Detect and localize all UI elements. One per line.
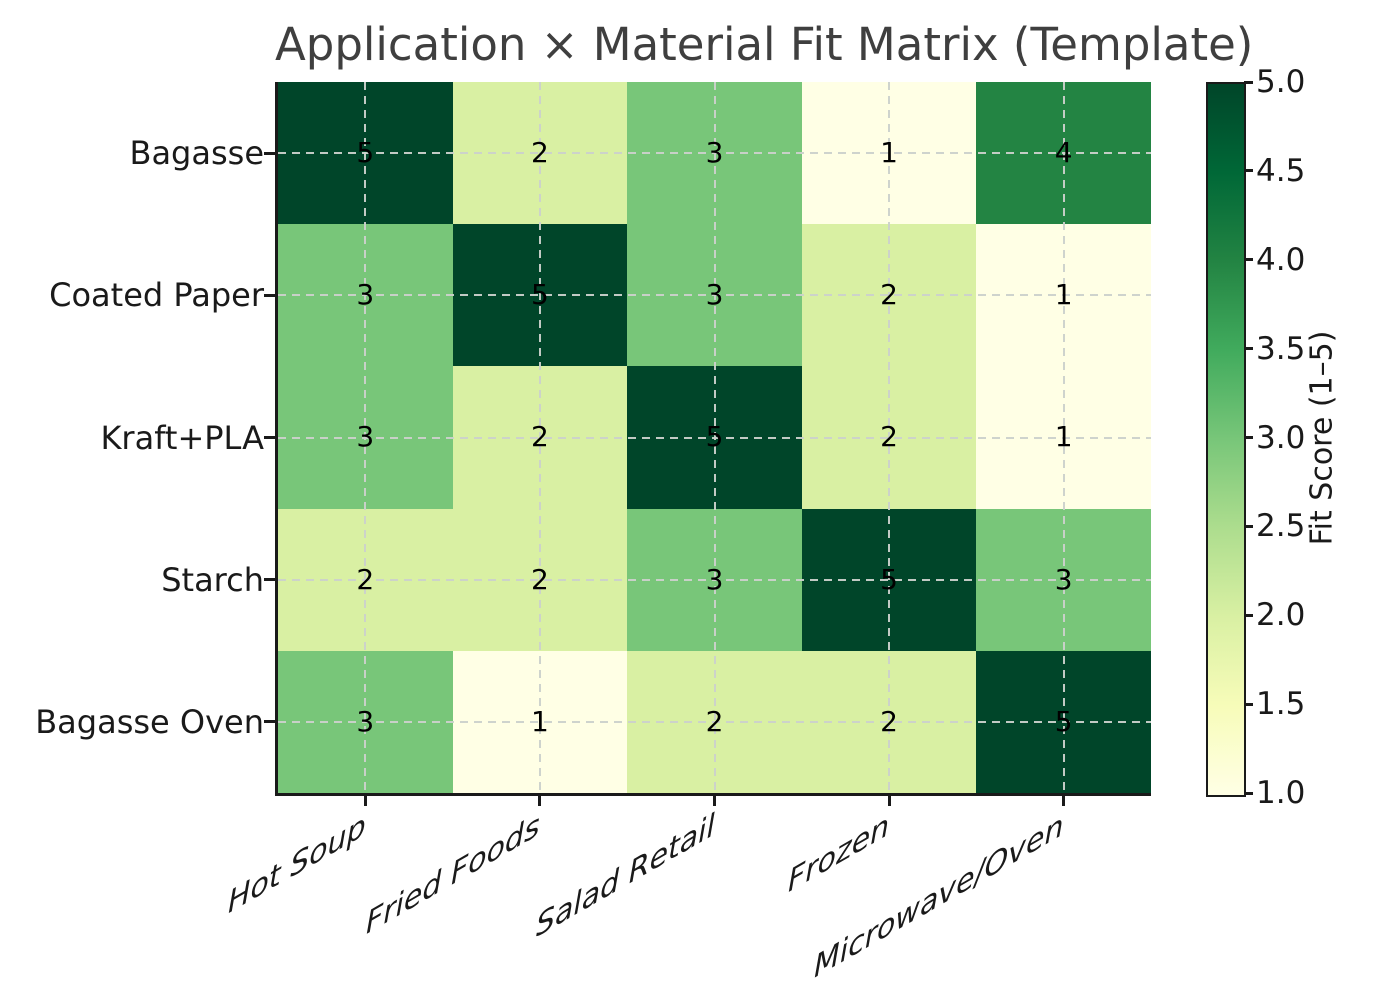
gridline-horizontal: [278, 578, 1151, 581]
colorbar-tick-mark: [1244, 169, 1253, 173]
row-label: Bagasse: [129, 134, 264, 173]
chart-title: Application × Material Fit Matrix (Templ…: [275, 18, 1254, 71]
colorbar-tick-mark: [1244, 613, 1253, 617]
colorbar-tick-mark: [1244, 347, 1253, 351]
y-tick-mark: [264, 293, 276, 297]
row-label: Kraft+PLA: [100, 418, 264, 457]
y-tick-mark: [264, 436, 276, 439]
x-tick-mark: [363, 793, 367, 806]
cell-value: 2: [530, 562, 549, 596]
cell-value: 5: [356, 136, 375, 170]
y-tick-mark: [264, 578, 276, 582]
colorbar-tick-label: 5.0: [1256, 64, 1306, 100]
cell-value: 3: [1054, 562, 1073, 596]
gridline-vertical: [1062, 82, 1065, 793]
colorbar-tick-mark: [1244, 80, 1253, 84]
cell-value: 2: [356, 562, 375, 596]
colorbar-tick-label: 2.0: [1256, 597, 1306, 634]
cell-value: 3: [705, 562, 724, 596]
cell-value: 2: [880, 278, 898, 312]
cell-value: 1: [1054, 278, 1073, 312]
cell-value: 3: [705, 136, 724, 170]
colorbar-tick-mark: [1244, 524, 1253, 528]
colorbar-tick-mark: [1244, 702, 1253, 706]
heatmap-plot: 5 2 3 1 4 3 5 3 2 1 3 2 5 2 1 2 2 3 5 3 3 1 2 2 5: [275, 82, 1151, 796]
cell-value: 3: [356, 278, 375, 312]
colorbar-tick-mark: [1244, 436, 1253, 439]
colorbar: [1206, 82, 1246, 797]
colorbar-gradient: [1208, 84, 1244, 795]
cell-value: 3: [356, 704, 375, 738]
colorbar-tick-label: 4.5: [1256, 152, 1306, 189]
cell-value: 3: [356, 420, 375, 454]
cell-value: 4: [1054, 136, 1073, 170]
row-label: Starch: [161, 560, 264, 599]
colorbar-tick-label: 2.5: [1256, 508, 1306, 545]
colorbar-tick-mark: [1244, 258, 1253, 262]
colorbar-tick-label: 3.5: [1256, 330, 1306, 367]
y-tick-mark: [264, 720, 276, 724]
y-tick-mark: [264, 151, 276, 155]
colorbar-tick-mark: [1244, 791, 1253, 795]
x-tick-mark: [1062, 793, 1066, 806]
row-label: Coated Paper: [49, 276, 264, 315]
gridline-vertical: [888, 82, 891, 793]
cell-value: 5: [705, 420, 724, 454]
colorbar-axis-label: Fit Score (1–5): [1304, 330, 1340, 546]
gridline-vertical: [713, 82, 716, 793]
x-tick-mark: [538, 793, 542, 806]
column-label: Salad Retail: [535, 807, 715, 946]
cell-value: 2: [530, 420, 549, 454]
column-label: Fried Foods: [366, 807, 540, 943]
colorbar-tick-label: 3.0: [1256, 419, 1306, 456]
cell-value: 2: [880, 704, 898, 738]
colorbar-tick-label: 1.5: [1256, 686, 1306, 723]
cell-value: 1: [880, 136, 898, 170]
colorbar-tick-label: 1.0: [1256, 775, 1306, 811]
cell-value: 2: [880, 420, 898, 454]
row-label: Bagasse Oven: [35, 702, 264, 741]
column-label: Frozen: [787, 807, 890, 901]
colorbar-tick-label: 4.0: [1256, 241, 1306, 278]
cell-value: 1: [1054, 420, 1073, 454]
cell-value: 2: [530, 136, 549, 170]
x-tick-mark: [887, 793, 891, 806]
cell-value: 1: [530, 704, 549, 738]
cell-value: 5: [880, 562, 898, 596]
gridline-horizontal: [278, 720, 1151, 723]
cell-value: 5: [1054, 704, 1073, 738]
x-tick-mark: [713, 793, 716, 806]
cell-value: 2: [705, 704, 724, 738]
cell-value: 5: [530, 278, 549, 312]
cell-value: 3: [705, 278, 724, 312]
column-label: Hot Soup: [227, 807, 366, 922]
